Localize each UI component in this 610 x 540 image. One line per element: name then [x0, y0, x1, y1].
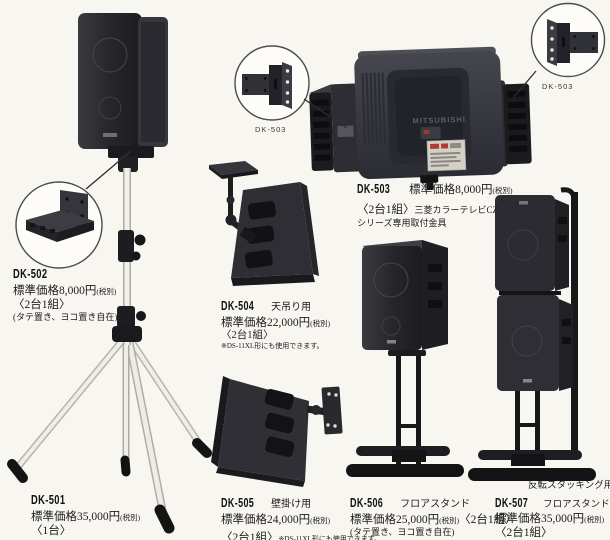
placement-note-dk502: (タテ置き、ヨコ置き自在) — [13, 311, 118, 322]
type-note-dk507: 反転スタッキング用 — [528, 481, 610, 491]
model-number-dk507: DK-507 — [495, 495, 529, 510]
price-line-dk502: 標準価格8,000円(税別) — [13, 284, 117, 298]
price-value: 標準価格8,000円 — [409, 184, 493, 196]
photo-dk503-tv-speakers: MITSUBISHI — [309, 46, 532, 191]
placement-note-dk506: (タテ置き、ヨコ置き自在) — [350, 526, 455, 537]
price-line-dk501: 標準価格35,000円(税別) — [31, 510, 140, 524]
lower-speaker — [497, 295, 573, 391]
quantity-dk502: 〈2台1組〉 — [13, 298, 71, 311]
model-number-dk502: DK-502 — [13, 266, 48, 281]
product-info-dk501: DK-501 標準価格35,000円(税別) 〈1台〉 — [31, 490, 140, 538]
photo-dk501-tripod-speaker — [7, 13, 212, 534]
floor-stand-frame — [346, 350, 464, 477]
tv-logo: MITSUBISHI — [412, 115, 466, 126]
product-info-dk502: DK-502 標準価格8,000円(税別) 〈2台1組〉 (タテ置き、ヨコ置き自… — [13, 264, 117, 323]
type-label-dk504: 天吊り用 — [271, 302, 312, 313]
quantity-line-dk505: 〈2台1組〉※DS-11XL形にも使用できます。 — [221, 527, 381, 540]
hanging-speaker — [231, 182, 319, 286]
speaker-on-tripod — [78, 13, 168, 149]
price-text: 標準価格25,000円 — [350, 513, 440, 526]
usage-text-1: 三菱カラーテレビCZ — [414, 204, 499, 215]
floor-stand-frame — [468, 391, 596, 481]
compat-note-dk504: ※DS-11XL形にも使用できます。 — [221, 342, 324, 351]
upper-speaker-inverted — [495, 195, 569, 291]
price-text: 標準価格24,000円 — [221, 513, 311, 526]
tripod-mast — [112, 168, 146, 477]
model-number-dk505: DK-505 — [221, 496, 255, 510]
usage-text-2: シリーズ専用取付金具 — [357, 218, 447, 229]
price-line-dk507: 標準価格35,000円(税別) — [495, 512, 610, 526]
photo-dk506-floor-stand — [346, 240, 464, 477]
tax-note: (税別) — [439, 515, 460, 525]
photo-dk507-stacking-stand — [468, 187, 596, 481]
price-line-dk505: 標準価格24,000円(税別) — [221, 513, 381, 527]
price-text: 標準価格8,000円(税別) — [409, 184, 512, 196]
price-text: 標準価格22,000円 — [221, 316, 311, 329]
model-number-dk504: DK-504 — [221, 299, 255, 313]
tax-note: (税別) — [584, 515, 605, 525]
wall-speaker — [211, 376, 309, 487]
stand-speaker — [362, 240, 448, 350]
inset-label-dk503-mid: DK-503 — [255, 125, 287, 134]
quantity-dk506: 〈2台1組〉 — [459, 513, 517, 526]
price-text: 標準価格35,000円 — [31, 510, 121, 523]
inset-dk503-bracket-mid — [234, 45, 310, 121]
quantity-dk505: 〈2台1組〉 — [221, 531, 279, 540]
tax-note: (税別) — [492, 186, 513, 195]
model-number-dk501: DK-501 — [31, 492, 66, 507]
type-label-dk505: 壁掛け用 — [271, 499, 312, 510]
inset-dk502-bracket — [15, 181, 103, 269]
price-text: 標準価格35,000円 — [495, 513, 585, 526]
compat-note-dk505: ※DS-11XL形にも使用できます。 — [278, 534, 382, 540]
price-line-dk504: 標準価格22,000円(税別) — [221, 316, 330, 330]
tax-note: (税別) — [310, 318, 331, 328]
dk503-bracket-shape — [547, 19, 598, 66]
type-label-dk506: フロアスタンド — [400, 499, 471, 510]
inset-label-dk503-right: DK-503 — [542, 82, 574, 91]
photo-dk505-wall-mount — [211, 376, 343, 487]
tax-note: (税別) — [310, 515, 331, 525]
price-text: 標準価格8,000円 — [13, 284, 97, 297]
quantity-dk501: 〈1台〉 — [31, 524, 72, 537]
wall-bracket — [306, 386, 343, 435]
photo-dk504-ceiling-mount — [209, 161, 319, 286]
quantity-dk504: 〈2台1組〉 — [221, 329, 274, 341]
tax-note: (税別) — [96, 286, 117, 296]
stack-joint — [499, 291, 561, 295]
tv-back-shell: MITSUBISHI — [354, 46, 504, 191]
usage-line-dk503: 〈2台1組〉三菱カラーテレビCZ — [357, 199, 512, 219]
type-label-dk507: フロアスタンド — [543, 499, 610, 510]
stacking-pole — [560, 187, 578, 452]
model-number-dk506: DK-506 — [350, 496, 384, 510]
dk502-bracket-shape — [26, 190, 94, 242]
dk503-bracket-shape — [242, 62, 292, 109]
tax-note: (税別) — [120, 512, 141, 522]
model-number-dk503: DK-503 — [357, 182, 391, 196]
product-info-dk504: DK-504 天吊り用 標準価格22,000円(税別) 〈2台1組〉 ※DS-11… — [221, 296, 330, 351]
product-info-dk505: DK-505 壁掛け用 標準価格24,000円(税別) 〈2台1組〉※DS-11X… — [221, 493, 381, 540]
product-info-dk506: DK-506 フロアスタンド 標準価格25,000円(税別)〈2台1組〉 (タテ置… — [350, 493, 517, 538]
product-info-dk503: DK-503 標準価格8,000円(税別) 〈2台1組〉三菱カラーテレビCZ シリ… — [357, 179, 512, 229]
quantity-dk503: 〈2台1組〉 — [357, 203, 415, 216]
quantity-dk507: 〈2台1組〉 — [495, 527, 553, 540]
inset-dk503-bracket-right — [530, 2, 606, 78]
tripod-legs — [7, 333, 212, 534]
price-line-dk506: 標準価格25,000円(税別)〈2台1組〉 — [350, 513, 517, 527]
